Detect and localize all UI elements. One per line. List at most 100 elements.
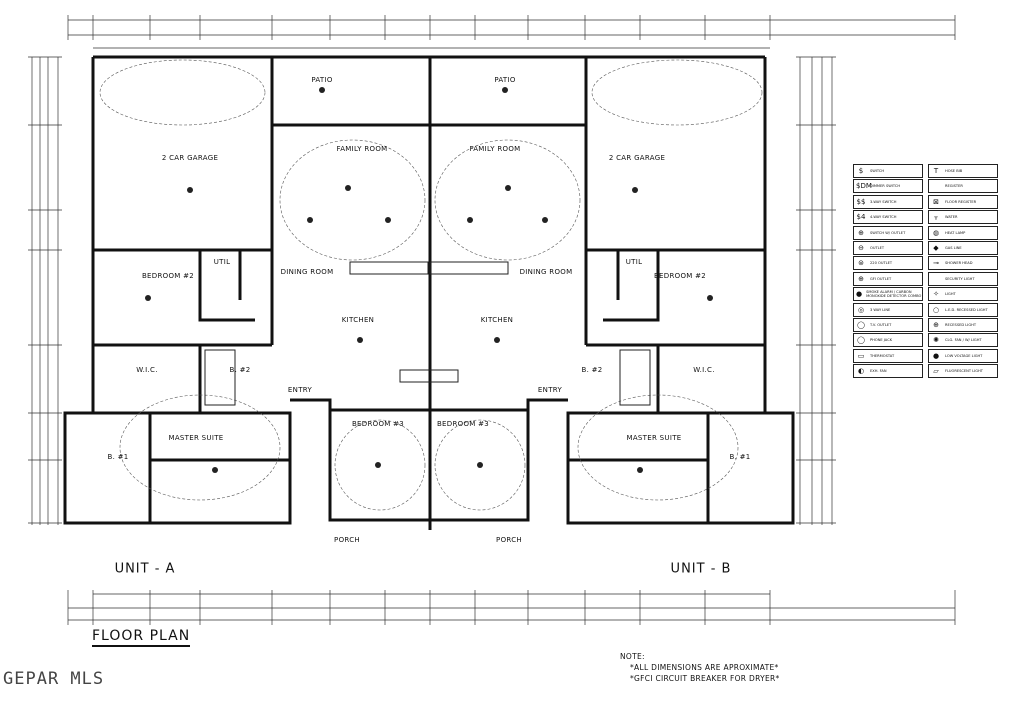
legend-item: ○ L.E.D. RECESSED LIGHT	[928, 302, 998, 317]
legend-item: ▭THERMOSTAT	[853, 348, 923, 363]
room-label-kitchen-a: KITCHEN	[341, 316, 375, 324]
counter	[619, 349, 651, 406]
room-label-wic-a: W.I.C.	[136, 366, 158, 374]
light-fixture-icon	[467, 217, 473, 223]
room-label-entry-b: ENTRY	[537, 386, 563, 394]
legend-item: ⊖OUTLET	[853, 240, 923, 255]
legend-item: ◍ HEAT LAMP	[928, 225, 998, 240]
legend-symbol-icon: ⊖	[858, 243, 864, 252]
legend-item: ✧ LIGHT	[928, 287, 998, 302]
wall	[566, 411, 765, 460]
legend-item: ⊕SWITCH W/ OUTLET	[853, 225, 923, 240]
legend-symbol-icon: $$	[856, 197, 866, 206]
wall	[63, 57, 150, 525]
legend-label: SMOKE ALARM / CARBON MONOXIDE DETECTOR C…	[866, 290, 922, 299]
wall	[584, 55, 765, 125]
light-fixture-icon	[307, 217, 313, 223]
light-fixture-icon	[145, 295, 151, 301]
legend-symbol-icon: ⊜	[858, 259, 864, 268]
counter	[349, 261, 429, 275]
light-fixture-icon	[212, 467, 218, 473]
room-label-kitchen-b: KITCHEN	[480, 316, 514, 324]
legend-item: ◐EXH. FAN	[853, 364, 923, 379]
counter	[399, 369, 459, 383]
light-fixture-icon	[505, 185, 511, 191]
room-label-patio-a: PATIO	[311, 76, 333, 84]
legend-item: ●LOW VOLTAGE LIGHT	[928, 348, 998, 363]
legend-label: FLOOR REGISTER	[945, 199, 977, 204]
legend-item: $$3-WAY SWITCH	[853, 194, 923, 209]
room-label-bedroom3-b: BEDROOM #3	[436, 420, 490, 428]
wall	[526, 398, 568, 410]
legend-item: $ SWITCH	[853, 164, 923, 178]
legend-symbol-icon: ◎	[857, 305, 865, 314]
legend-symbol-icon: $	[858, 167, 864, 175]
legend-label: LIGHT	[945, 292, 956, 297]
room-label-dining-b: DINING ROOM	[519, 268, 573, 276]
wall	[93, 55, 274, 125]
legend-symbol-icon: ◍	[932, 228, 940, 237]
room-label-bath1-a: B. #1	[107, 453, 129, 461]
room-label-patio-b: PATIO	[494, 76, 516, 84]
door-swing-arc	[434, 419, 526, 511]
legend-symbol-icon: ◯	[857, 336, 865, 345]
legend-label: GAS LINE	[945, 245, 962, 250]
legend-label: FLUORESCENT LIGHT	[945, 369, 983, 374]
room-label-master-b: MASTER SUITE	[626, 434, 682, 442]
wall	[428, 410, 530, 522]
legend-label: HEAT LAMP	[945, 230, 966, 235]
wall	[93, 411, 292, 460]
legend-item: ⊜ 220 OUTLET	[853, 256, 923, 271]
legend-label: SWITCH	[870, 169, 885, 173]
wall	[603, 250, 660, 322]
legend-label: WATER	[945, 215, 958, 220]
legend-symbol-icon: $4	[856, 213, 866, 222]
legend-label: 220 OUTLET	[870, 261, 893, 266]
legend-symbol-icon: ◆	[933, 243, 939, 252]
legend-item: ◆ GAS LINE	[928, 240, 998, 255]
door-swing-arc	[119, 394, 281, 501]
door-swing-arc	[434, 139, 581, 261]
note-heading: NOTE:	[620, 652, 645, 661]
legend-symbol-icon: ᚁ	[934, 213, 938, 222]
room-label-family-b: FAMILY ROOM	[469, 145, 521, 153]
legend-label: GFI OUTLET	[870, 276, 892, 281]
light-fixture-icon	[542, 217, 548, 223]
legend-label: HOSE BIB	[945, 169, 963, 173]
counter	[204, 349, 236, 406]
unit-b-label: UNIT - B	[670, 561, 732, 577]
room-label-util-b: UTIL	[625, 258, 643, 266]
legend-label: DIMMER SWITCH	[870, 184, 901, 189]
light-fixture-icon	[375, 462, 381, 468]
legend-label: SECURITY LIGHT	[945, 276, 975, 281]
room-label-bedroom2-a: BEDROOM #2	[141, 272, 195, 280]
legend-label: T.V. OUTLET	[870, 322, 892, 327]
legend-symbol-icon: ▱	[933, 367, 939, 376]
legend-label: CLG. FAN / W/ LIGHT	[945, 338, 982, 343]
legend-label: L.E.D. RECESSED LIGHT	[945, 307, 988, 312]
legend-symbol-icon: ⊸	[933, 259, 939, 268]
room-label-entry-a: ENTRY	[287, 386, 313, 394]
note-block: NOTE: *ALL DIMENSIONS ARE APROXIMATE* *G…	[620, 651, 780, 684]
legend-symbol-icon: ✧	[933, 290, 939, 299]
legend-symbol-icon: ⊕	[858, 228, 864, 237]
legend-label: RECESSED LIGHT	[945, 322, 977, 327]
legend-label: REGISTER	[945, 184, 963, 189]
unit-a-label: UNIT - A	[114, 561, 176, 577]
legend-symbol-icon: ○	[932, 305, 940, 314]
light-fixture-icon	[707, 295, 713, 301]
light-fixture-icon	[319, 87, 325, 93]
legend-item: ⊸ SHOWER HEAD	[928, 256, 998, 271]
legend-item: ◯T.V. OUTLET	[853, 317, 923, 332]
room-label-bath2-a: B. #2	[229, 366, 251, 374]
legend-item: REGISTER	[928, 179, 998, 194]
legend-label: 4-WAY SWITCH	[870, 215, 897, 220]
wall	[708, 57, 795, 525]
legend-label: THERMOSTAT	[870, 353, 895, 358]
legend-label: SHOWER HEAD	[945, 261, 973, 266]
legend-item: ⊠FLOOR REGISTER	[928, 194, 998, 209]
